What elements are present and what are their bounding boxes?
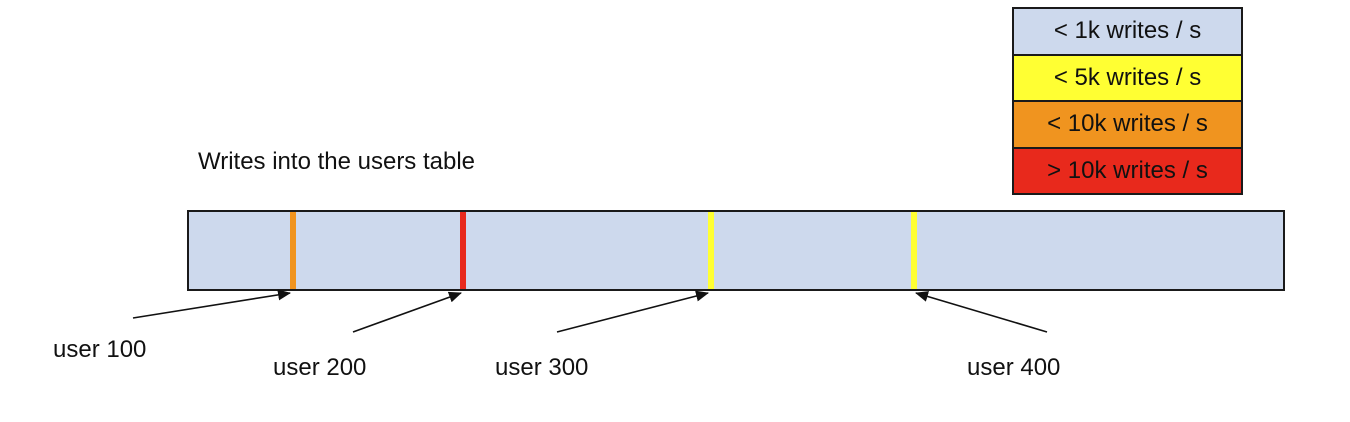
users-table-bar [187,210,1285,291]
legend: < 1k writes / s < 5k writes / s < 10k wr… [1012,7,1243,195]
write-hotspot-user-200 [460,212,466,289]
callout-label-user-100: user 100 [53,336,147,363]
callout-label-user-300: user 300 [495,354,589,381]
arrow-user-300 [556,290,709,333]
write-hotspot-user-400 [911,212,917,289]
callout-label-user-400: user 400 [967,354,1061,381]
legend-item-under-5k: < 5k writes / s [1014,55,1241,102]
legend-item-over-10k: > 10k writes / s [1014,148,1241,193]
arrow-user-200 [352,291,462,333]
callout-label-user-200: user 200 [273,354,367,381]
legend-item-under-1k: < 1k writes / s [1014,9,1241,56]
legend-item-under-10k: < 10k writes / s [1014,102,1241,149]
arrow-user-100 [132,289,291,319]
diagram-title: Writes into the users table [198,148,476,175]
write-hotspot-user-100 [290,212,296,289]
write-hotspot-user-300 [708,212,714,289]
arrow-user-400 [915,291,1048,333]
